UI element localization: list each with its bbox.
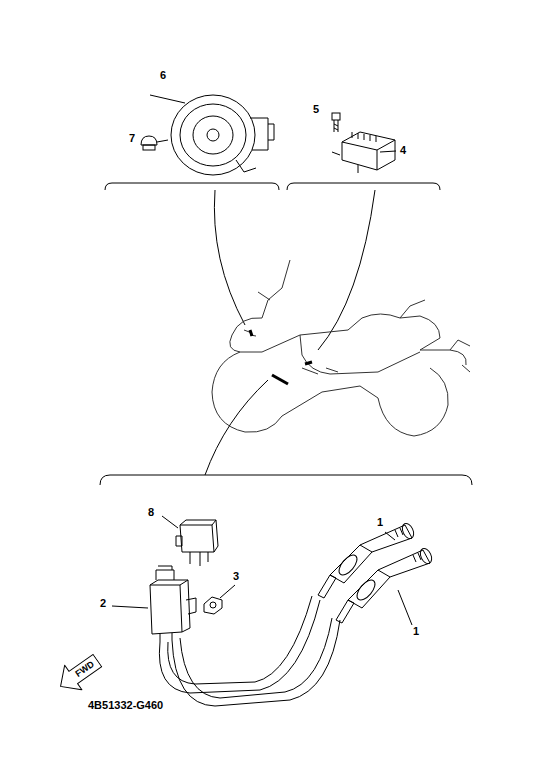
motorcycle-outline xyxy=(212,260,470,436)
callout-number: 1 xyxy=(377,517,383,528)
coil-marker xyxy=(272,375,288,384)
leader-line xyxy=(385,532,395,540)
location-line xyxy=(205,380,268,475)
figure-code: 4B51332-G460 xyxy=(88,700,163,711)
callout-number: 1 xyxy=(413,626,419,637)
callout-number: 3 xyxy=(233,571,239,582)
location-line xyxy=(318,190,375,350)
plug-cap xyxy=(336,547,434,623)
leader-line xyxy=(380,151,396,152)
screw xyxy=(332,113,340,132)
callout-number: 2 xyxy=(100,598,106,609)
location-line xyxy=(214,190,245,325)
relay-marker xyxy=(305,362,312,364)
horn-marker xyxy=(250,330,252,336)
leader-line xyxy=(398,590,412,625)
leader-line xyxy=(162,516,178,528)
ignition-coil xyxy=(150,566,196,642)
leader-line xyxy=(150,95,185,103)
relay xyxy=(176,520,218,566)
panel-bracket xyxy=(100,475,472,485)
callout-number: 4 xyxy=(400,145,406,156)
nut xyxy=(141,136,168,150)
callout-number: 7 xyxy=(129,133,135,144)
horn xyxy=(171,95,274,175)
panel-bracket xyxy=(105,183,279,190)
panel-bracket xyxy=(287,183,440,190)
relay xyxy=(332,132,395,173)
callout-number: 5 xyxy=(313,104,319,115)
leader-line xyxy=(112,606,148,608)
nut xyxy=(204,597,222,614)
high-tension-lead xyxy=(159,596,340,706)
direction-arrow: FWD xyxy=(51,648,106,700)
leader-line xyxy=(220,585,235,598)
callout-number: 8 xyxy=(148,507,154,518)
callout-number: 6 xyxy=(160,70,166,81)
